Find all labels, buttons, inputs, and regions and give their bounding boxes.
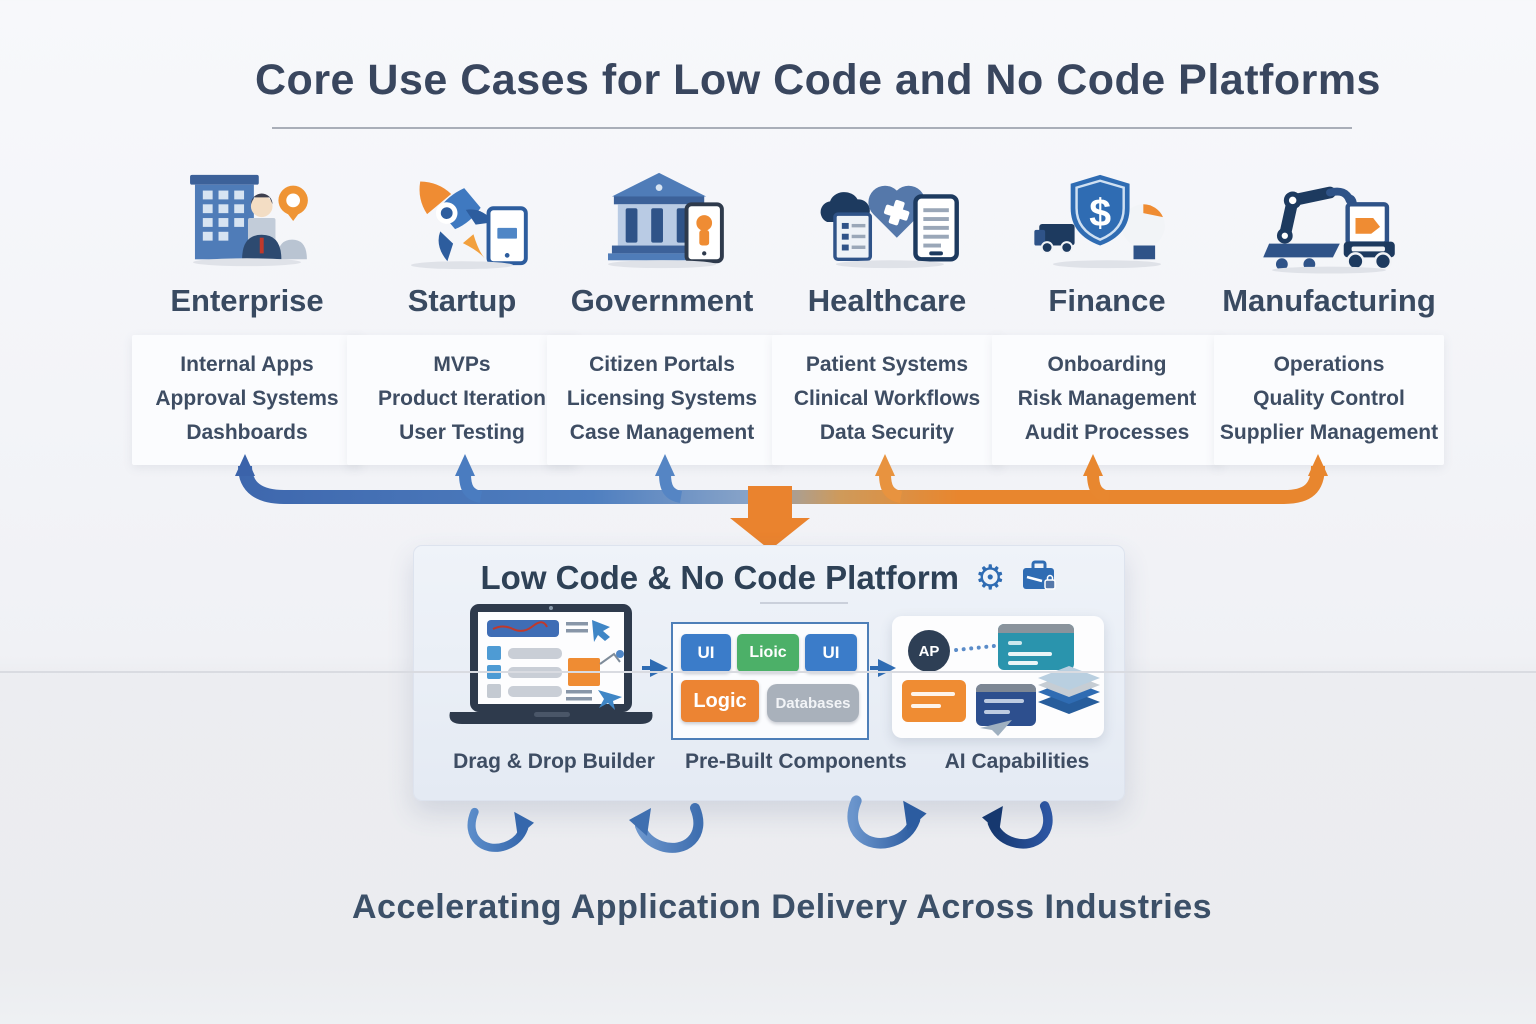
component-tile-ui: UI: [805, 634, 857, 672]
connector-band: [235, 454, 1328, 550]
gear-icon: ⚙: [975, 559, 1006, 597]
api-badge: AP: [908, 630, 950, 672]
use-case-item: Supplier Management: [1219, 421, 1439, 444]
feature-label-components: Pre-Built Components: [685, 750, 907, 773]
dollar-symbol: $: [1089, 191, 1111, 235]
feature-label-drag-drop: Drag & Drop Builder: [453, 750, 655, 773]
swoosh-arrow: [847, 795, 927, 849]
platform-title: Low Code & No Code Platform: [480, 559, 960, 596]
flow-line: [0, 671, 1536, 673]
industry-column-healthcare: Healthcare Patient Systems Clinical Work…: [772, 163, 1002, 465]
component-tile-logic-green: Lioic: [737, 634, 799, 672]
component-tile-logic: Logic: [681, 680, 759, 722]
industry-column-startup: Startup MVPs Product Iteration User Test…: [347, 163, 577, 465]
component-tile-ui: UI: [681, 634, 731, 672]
use-case-item: Operations: [1273, 353, 1385, 376]
down-arrow: [730, 486, 810, 550]
platform-title-divider: [760, 602, 848, 604]
use-case-item: User Testing: [399, 421, 525, 444]
industry-title: Government: [570, 283, 754, 318]
industry-column-government: Government Citizen Portals Licensing Sys…: [547, 163, 777, 465]
components-box: UI Lioic UI Logic Databases: [671, 622, 869, 740]
swoosh-arrow: [467, 807, 534, 852]
dotted-connector: [953, 643, 997, 653]
office-building-people-icon: [132, 163, 362, 275]
use-case-item: Dashboards: [186, 421, 308, 444]
heart-medical-icon: [772, 163, 1002, 275]
teal-card: [998, 624, 1074, 670]
use-case-item: Data Security: [819, 421, 955, 444]
industry-title: Manufacturing: [1222, 283, 1436, 318]
laptop-builder-illustration: [449, 604, 653, 724]
navy-card: [976, 684, 1036, 726]
industry-column-enterprise: Enterprise Internal Apps Approval System…: [132, 163, 362, 465]
industry-column-manufacturing: Manufacturing Operations Quality Control…: [1214, 163, 1444, 465]
industry-title: Finance: [1048, 283, 1166, 318]
use-case-item: Clinical Workflows: [793, 387, 981, 410]
use-case-item: Onboarding: [1047, 353, 1167, 376]
footer-tagline: Accelerating Application Delivery Across…: [351, 888, 1213, 926]
use-case-item: Approval Systems: [155, 387, 339, 410]
use-case-item: Patient Systems: [805, 353, 969, 376]
briefcase-lock-icon: [1021, 560, 1057, 597]
use-case-card: Internal Apps Approval Systems Dashboard…: [132, 335, 362, 465]
use-case-item: Internal Apps: [180, 353, 314, 376]
industry-title: Enterprise: [170, 283, 324, 318]
use-case-card: Operations Quality Control Supplier Mana…: [1214, 335, 1444, 465]
swoosh-arrow: [982, 801, 1053, 849]
paper-plane-icon: [980, 720, 1012, 736]
use-case-item: Case Management: [569, 421, 755, 444]
orange-card: [902, 680, 966, 722]
dollar-shield-icon: $: [992, 163, 1222, 275]
flow-arrowhead: [642, 659, 668, 677]
robot-arm-icon: [1214, 163, 1444, 275]
feature-label-ai: AI Capabilities: [944, 750, 1090, 773]
use-case-card: Citizen Portals Licensing Systems Case M…: [547, 335, 777, 465]
industry-title: Healthcare: [807, 283, 967, 318]
component-tile-databases: Databases: [767, 684, 859, 722]
industry-title: Startup: [407, 283, 517, 318]
ai-capabilities-card: AP: [892, 616, 1104, 738]
use-case-item: Quality Control: [1253, 387, 1405, 410]
use-case-card: Onboarding Risk Management Audit Process…: [992, 335, 1222, 465]
use-case-item: Licensing Systems: [566, 387, 758, 410]
title-underline: [272, 127, 1352, 129]
use-case-item: MVPs: [433, 353, 491, 376]
industry-column-finance: $ Finance Onboarding Risk Management Aud…: [992, 163, 1222, 465]
use-case-card: MVPs Product Iteration User Testing: [347, 335, 577, 465]
use-case-card: Patient Systems Clinical Workflows Data …: [772, 335, 1002, 465]
use-case-item: Risk Management: [1017, 387, 1197, 410]
use-case-item: Audit Processes: [1024, 421, 1190, 444]
use-case-item: Citizen Portals: [589, 353, 735, 376]
flow-arrowhead: [870, 659, 896, 677]
bank-building-icon: [547, 163, 777, 275]
rocket-icon: [347, 163, 577, 275]
data-stack-icon: [1038, 666, 1100, 714]
swoosh-arrow: [629, 803, 704, 853]
platform-card: Low Code & No Code Platform ⚙: [413, 545, 1125, 801]
use-case-item: Product Iteration: [377, 387, 546, 410]
page-title: Core Use Cases for Low Code and No Code …: [255, 56, 1381, 104]
